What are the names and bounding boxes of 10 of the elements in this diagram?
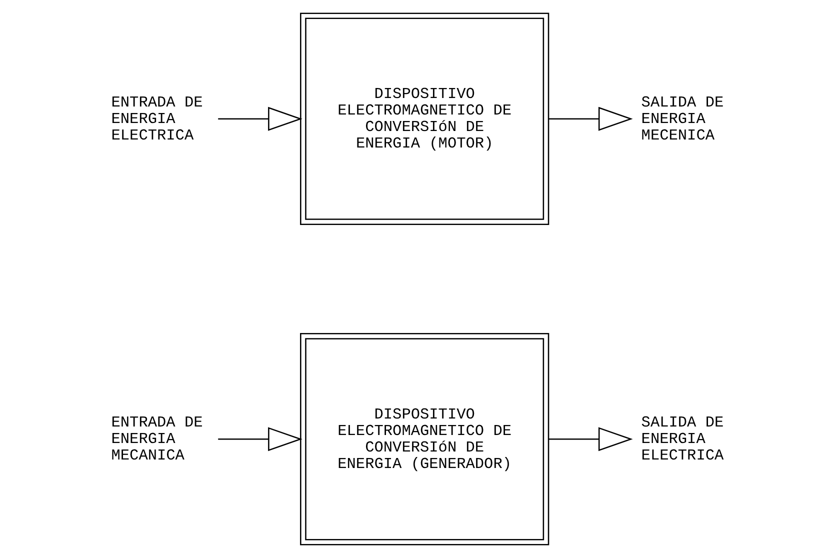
arrow: [548, 106, 632, 131]
node-box: DISPOSITIVO ELECTROMAGNETICO DE CONVERSIóN DE ENERGIA (MOTOR): [300, 12, 549, 225]
arrow: [218, 106, 302, 131]
node-text: ENTRADA DE ENERGIA MECANICA: [110, 414, 202, 465]
arrow: [218, 427, 302, 452]
node-box: DISPOSITIVO ELECTROMAGNETICO DE CONVERSIóN DE ENERGIA (GENERADOR): [300, 333, 549, 546]
node-text: ENTRADA DE ENERGIA ELECTRICA: [110, 93, 202, 144]
node-text: SALIDA DE ENERGIA MECENICA: [640, 93, 724, 144]
node-text: SALIDA DE ENERGIA ELECTRICA: [640, 414, 724, 465]
arrow: [548, 427, 632, 452]
